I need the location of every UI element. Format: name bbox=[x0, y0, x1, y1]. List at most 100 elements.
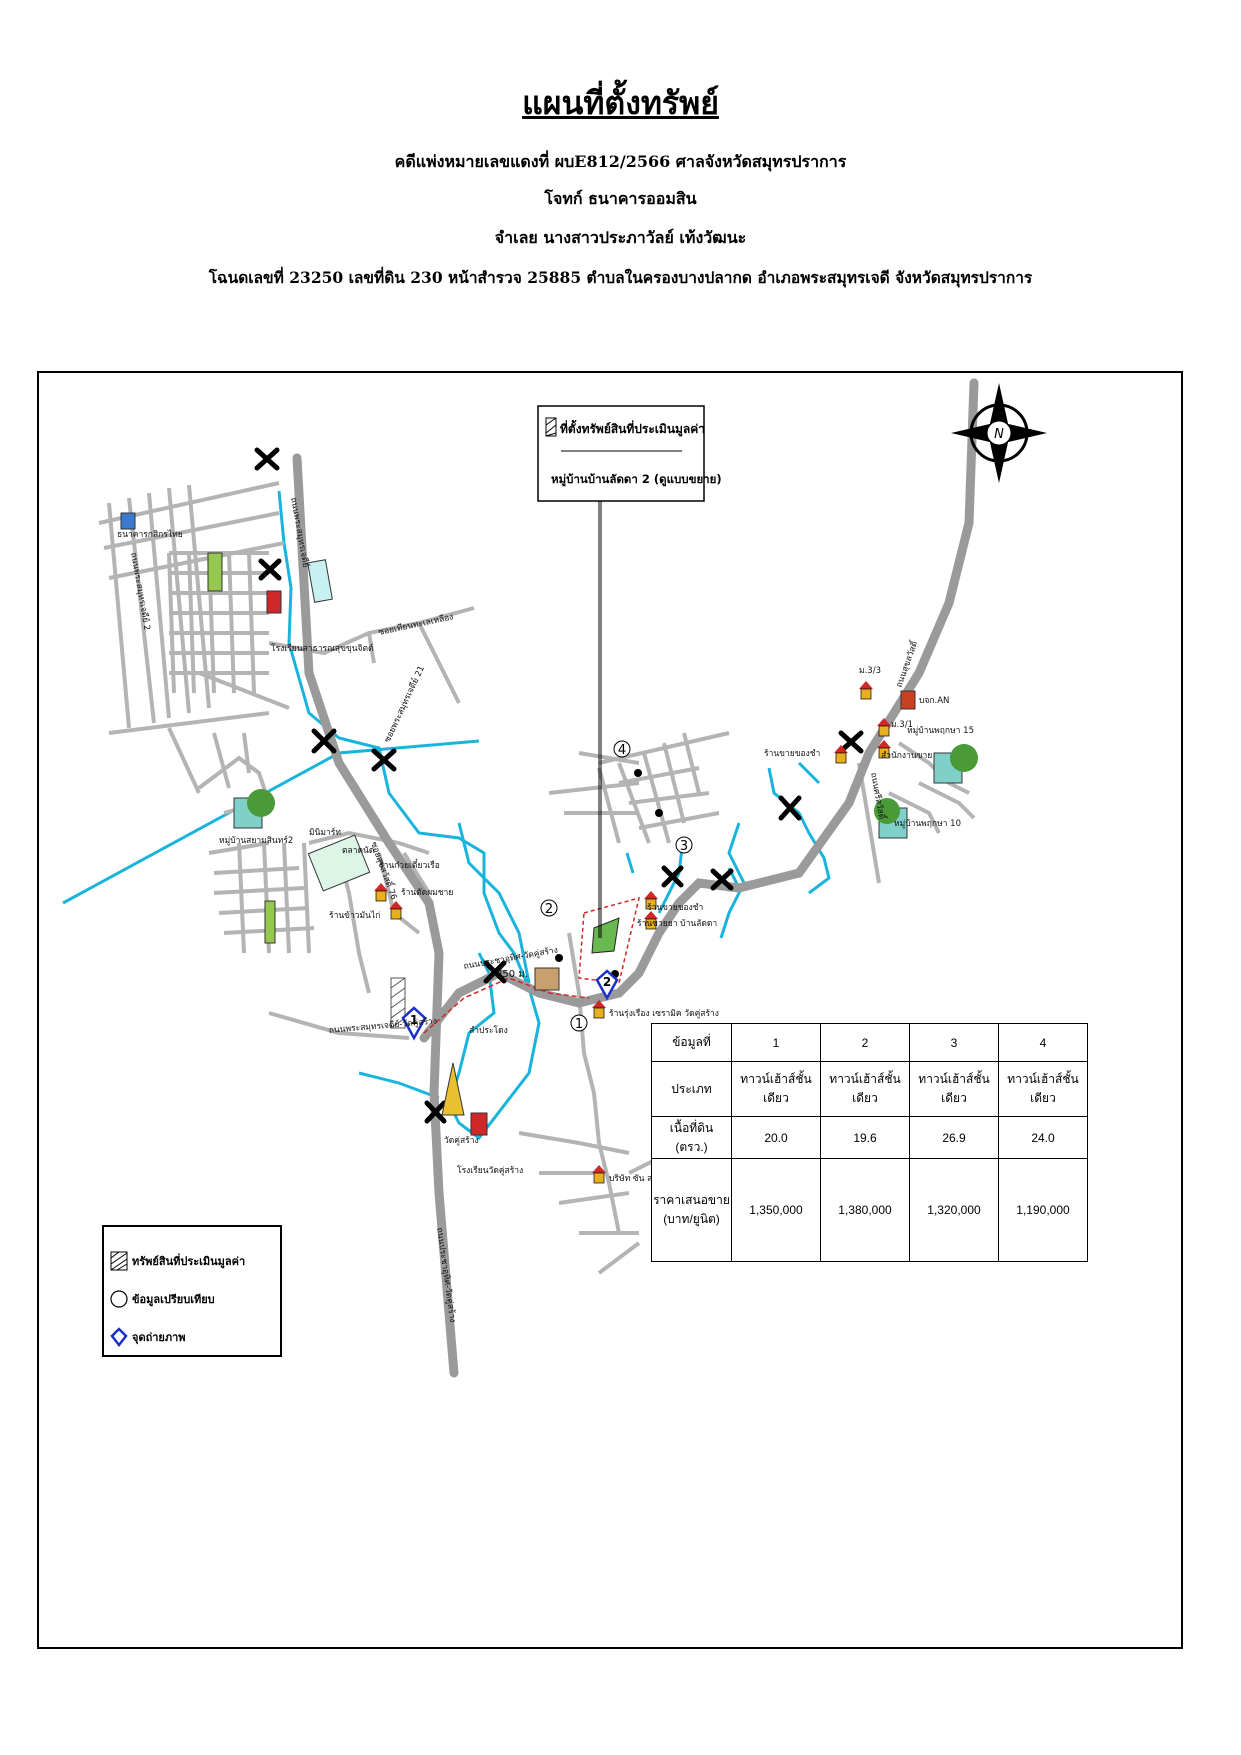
label-canal: ลำประโดง bbox=[469, 1025, 508, 1036]
legend-item-subject: ทรัพย์สินที่ประเมินมูลค่า bbox=[110, 1251, 245, 1271]
legend-item-compare: ข้อมูลเปรียบเทียบ bbox=[110, 1289, 215, 1309]
table-cell: 1,190,000 bbox=[998, 1158, 1088, 1262]
table-row: เนื้อที่ดิน (ตรว.) 20.0 19.6 26.9 24.0 bbox=[651, 1116, 1088, 1159]
svg-text:2: 2 bbox=[603, 975, 611, 989]
svg-text:3: 3 bbox=[680, 839, 688, 854]
label-road-cross: ซอยพระสมุทรเจดีย์ 21 bbox=[382, 664, 427, 744]
minor-roads bbox=[98, 481, 976, 1275]
legend-label: จุดถ่ายภาพ bbox=[132, 1331, 186, 1344]
parks bbox=[207, 552, 276, 944]
hatched-box-icon bbox=[110, 1251, 128, 1271]
label-mini-mart: มินิมาร์ท bbox=[309, 827, 341, 838]
compare-marker-4: 4 bbox=[613, 740, 631, 758]
hatched-parcel bbox=[390, 977, 406, 1029]
deed-line: โฉนดเลขที่ 23250 เลขที่ดิน 230 หน้าสำรวจ… bbox=[208, 268, 1033, 287]
label-shop-right1: ร้านขายของชำ bbox=[764, 748, 820, 759]
label-shop-right3: สำนักงานขาย bbox=[881, 751, 932, 761]
table-cell: 19.6 bbox=[820, 1116, 910, 1159]
route-line bbox=[423, 977, 590, 1034]
comparison-table: ข้อมูลที่ 1 2 3 4 ประเภท ทาวน์เฮ้าส์ชั้น… bbox=[651, 1023, 1088, 1262]
table-cell: ทาวน์เฮ้าส์ชั้นเดียว bbox=[731, 1061, 821, 1117]
table-cell: 1,320,000 bbox=[909, 1158, 999, 1262]
label-school-temple: โรงเรียนวัดคู่สร้าง bbox=[457, 1165, 523, 1176]
defendant-line: จำเลย นางสาวประภาวัลย์ เท้งวัฒนะ bbox=[494, 228, 747, 247]
table-header-row: ข้อมูลที่ 1 2 3 4 bbox=[651, 1023, 1088, 1062]
label-market: ตลาดนัด bbox=[342, 846, 374, 856]
table-cell: ทาวน์เฮ้าส์ชั้นเดียว bbox=[998, 1061, 1088, 1117]
diamond-icon bbox=[110, 1327, 128, 1347]
photo-marker-2: 2 bbox=[595, 969, 619, 1001]
label-road-top: ถนนพระสมุทรเจดีย์ bbox=[288, 497, 311, 569]
north-label: N bbox=[994, 427, 1004, 442]
label-temple: วัดคู่สร้าง bbox=[444, 1135, 479, 1146]
photo-marker-1: 1 bbox=[401, 1006, 427, 1041]
major-roads bbox=[292, 378, 979, 1378]
table-row: ประเภท ทาวน์เฮ้าส์ชั้นเดียว ทาวน์เฮ้าส์ช… bbox=[651, 1061, 1088, 1117]
label-kasikorn: ธนาคารกสิกรไทย bbox=[117, 529, 183, 540]
market-area bbox=[307, 559, 371, 892]
label-shop-near-2: ร้านรุ่งเรือง เซรามิค วัดคู่สร้าง bbox=[609, 1008, 719, 1019]
compare-marker-2: 2 bbox=[540, 899, 558, 917]
label-bank-an: บจก.AN bbox=[919, 696, 949, 706]
case-number-line: คดีแพ่งหมายเลขแดงที่ ผบE812/2566 ศาลจังห… bbox=[394, 152, 847, 171]
house-icons bbox=[374, 681, 891, 1184]
label-village-right2: หมู่บ้านพฤกษา 10 bbox=[894, 818, 961, 829]
table-cell: 20.0 bbox=[731, 1116, 821, 1159]
plaintiff-line: โจทก์ ธนาคารออมสิน bbox=[544, 189, 697, 208]
label-shop-mid1: ร้านก๋วยเตี๋ยวเรือ bbox=[379, 859, 440, 871]
table-cell: 1,380,000 bbox=[820, 1158, 910, 1262]
callout-subtitle: หมู่บ้านบ้านลัดดา 2 (ดูแบบขยาย) bbox=[551, 472, 722, 487]
svg-text:2: 2 bbox=[545, 902, 553, 917]
location-map: 1 2 3 4 1 2 ที่ตั้งทรัพย์สินที่ประเมินมู… bbox=[37, 371, 1183, 1649]
north-arrow: N bbox=[951, 383, 1047, 483]
label-road-bottom: ถนนประชาอุทิศ-วัดคู่สร้าง bbox=[434, 1227, 458, 1323]
table-cell: เนื้อที่ดิน (ตรว.) bbox=[651, 1116, 732, 1159]
legend-label: ทรัพย์สินที่ประเมินมูลค่า bbox=[132, 1255, 246, 1268]
label-village-left: หมู่บ้านสยามสินทร์2 bbox=[219, 835, 293, 846]
photo-markers: 1 2 bbox=[401, 969, 619, 1041]
building-icons bbox=[120, 512, 978, 1136]
svg-text:1: 1 bbox=[575, 1017, 583, 1032]
label-soi-top: ซอยเทียนทะเลเหลือง bbox=[377, 611, 454, 638]
compare-markers: 1 2 3 4 bbox=[540, 740, 693, 1032]
table-cell: ราคาเสนอขาย (บาท/ยูนิต) bbox=[651, 1158, 732, 1262]
label-school-top: โรงเรียนสาธารณสุขขุนจิตต์ bbox=[271, 643, 374, 654]
label-shop-near-4: ร้านขายยา บ้านลัดดา bbox=[637, 918, 717, 929]
label-road-left: ถนนพระสมุทรเจดีย์ 2 bbox=[128, 552, 153, 632]
compare-marker-1: 1 bbox=[570, 1014, 588, 1032]
label-shop-mid3: ร้านข้าวมันไก่ bbox=[329, 910, 380, 921]
map-canvas: 1 2 3 4 1 2 ที่ตั้งทรัพย์สินที่ประเมินมู… bbox=[62, 378, 1047, 1378]
page-title: แผนที่ตั้งทรัพย์ bbox=[522, 84, 719, 122]
circle-icon bbox=[110, 1290, 128, 1308]
label-mo3-3: ม.3/3 bbox=[859, 666, 881, 676]
label-mo3-1: ม.3/1 bbox=[891, 720, 913, 730]
bridges bbox=[254, 447, 864, 1124]
svg-text:1: 1 bbox=[410, 1013, 418, 1027]
map-legend: ทรัพย์สินที่ประเมินมูลค่า ข้อมูลเปรียบเท… bbox=[102, 1225, 282, 1357]
table-cell: 24.0 bbox=[998, 1116, 1088, 1159]
callout-title: ที่ตั้งทรัพย์สินที่ประเมินมูลค่า bbox=[560, 419, 705, 437]
table-header-cell: 1 bbox=[731, 1023, 821, 1062]
table-cell: ทาวน์เฮ้าส์ชั้นเดียว bbox=[820, 1061, 910, 1117]
table-cell: 1,350,000 bbox=[731, 1158, 821, 1262]
label-shop-right2: ร้านขายของชำ bbox=[647, 902, 703, 913]
legend-item-photo: จุดถ่ายภาพ bbox=[110, 1327, 186, 1347]
compare-dots bbox=[555, 769, 663, 978]
compare-marker-3: 3 bbox=[675, 836, 693, 854]
table-cell: ทาวน์เฮ้าส์ชั้นเดียว bbox=[909, 1061, 999, 1117]
table-header-cell: 3 bbox=[909, 1023, 999, 1062]
label-road-lower-left: ถนนพระสมุทรเจดีย์-วัดคู่สร้าง bbox=[328, 1016, 437, 1036]
table-header-cell: 2 bbox=[820, 1023, 910, 1062]
label-road-right-vertical: ถนนศรีสวัสดิ์ bbox=[868, 771, 888, 821]
distance-label: 850 ม. bbox=[496, 969, 528, 980]
label-village-right1: หมู่บ้านพฤกษา 15 bbox=[907, 725, 974, 736]
table-header-cell: ข้อมูลที่ bbox=[651, 1023, 732, 1062]
legend-label: ข้อมูลเปรียบเทียบ bbox=[132, 1293, 215, 1306]
table-header-cell: 4 bbox=[998, 1023, 1088, 1062]
subject-site bbox=[578, 896, 641, 984]
table-row: ราคาเสนอขาย (บาท/ยูนิต) 1,350,000 1,380,… bbox=[651, 1158, 1088, 1262]
svg-text:4: 4 bbox=[618, 743, 626, 758]
label-shop-mid2: ร้านตัดผมชาย bbox=[401, 887, 453, 898]
callout-box: ที่ตั้งทรัพย์สินที่ประเมินมูลค่า หมู่บ้า… bbox=[537, 405, 722, 938]
table-cell: 26.9 bbox=[909, 1116, 999, 1159]
